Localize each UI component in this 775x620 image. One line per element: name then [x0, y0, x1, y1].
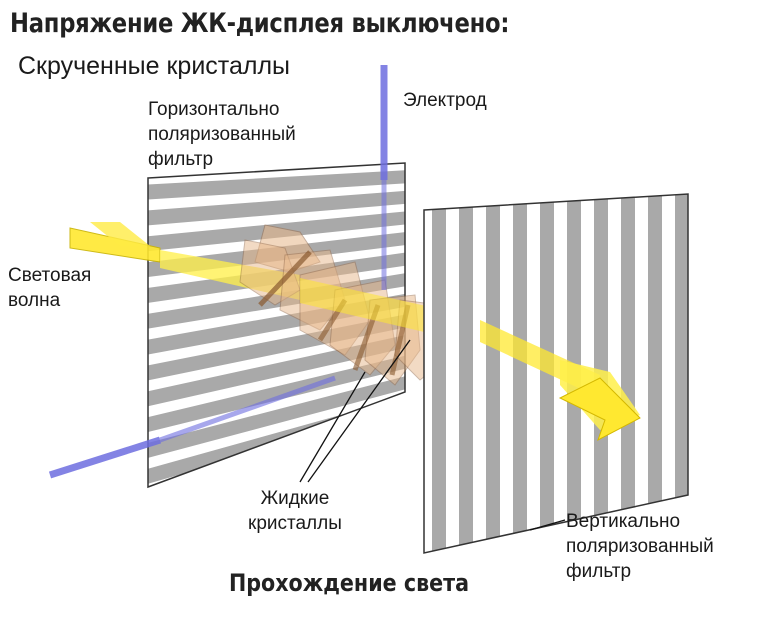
- label-liquid-crystals: Жидкие кристаллы: [248, 486, 342, 536]
- pointer-line-vertical-filter: [529, 519, 566, 531]
- label-horizontal-filter: Горизонтально поляризованный фильтр: [148, 97, 296, 172]
- filter-stripe: [513, 194, 527, 553]
- filter-stripe: [486, 194, 500, 553]
- label-light-wave: Световая волна: [8, 263, 91, 313]
- filter-stripe: [459, 194, 473, 553]
- diagram-caption: Прохождение света: [229, 569, 470, 597]
- electrode-diagonal: [48, 436, 162, 479]
- arrow-head-icon: [558, 377, 641, 442]
- filter-stripe: [148, 375, 405, 460]
- page-title: Напряжение ЖК-дисплея выключено:: [10, 8, 510, 39]
- filter-stripe: [675, 194, 688, 553]
- filter-stripe: [621, 194, 635, 553]
- label-line: фильтр: [566, 561, 632, 582]
- label-line: Вертикально: [566, 511, 681, 532]
- label-line: Жидкие: [260, 488, 330, 509]
- label-line: Горизонтально: [148, 99, 280, 120]
- electrode-diagonal-inner: [159, 375, 336, 443]
- filter-stripe: [148, 170, 405, 200]
- label-line: фильтр: [148, 149, 214, 170]
- label-line: кристаллы: [248, 513, 342, 534]
- pointer-line-crystals-b: [307, 339, 411, 483]
- light-beam-out: [480, 320, 641, 442]
- page-subtitle: Скрученные кристаллы: [18, 52, 290, 80]
- filter-stripe: [148, 354, 405, 434]
- filter-stripe: [540, 194, 554, 553]
- filter-stripe: [432, 194, 446, 553]
- label-line: поляризованный: [566, 536, 714, 557]
- label-line: поляризованный: [148, 124, 296, 145]
- filter-stripe: [148, 190, 405, 226]
- label-vertical-filter: Вертикально поляризованный фильтр: [566, 509, 714, 584]
- label-line: Световая: [8, 265, 92, 286]
- label-electrode: Электрод: [403, 90, 487, 111]
- pointer-line-crystals-a: [299, 371, 366, 483]
- filter-stripe: [648, 194, 662, 553]
- label-line: волна: [8, 290, 61, 311]
- electrodes: [48, 65, 388, 479]
